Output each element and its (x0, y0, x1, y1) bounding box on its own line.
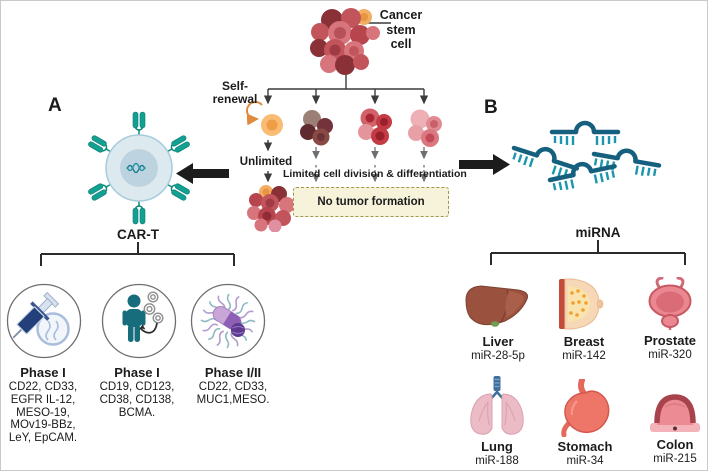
limited-arrows (312, 147, 428, 183)
division-tree (263, 75, 429, 105)
organ-name: Prostate (643, 333, 697, 348)
trial-2-phase: Phase I (114, 365, 160, 380)
mirna-molecules-icon (506, 106, 696, 206)
breast-icon (559, 278, 604, 330)
organ-mirna: miR-142 (562, 350, 606, 362)
organ-cell-colon: Colon miR-215 (635, 383, 707, 465)
limited-division-label: Limited cell division & differentiation (283, 168, 467, 180)
bracket-mirna (490, 240, 686, 265)
no-tumor-formation-label: No tumor formation (317, 196, 425, 208)
cancer-stem-cell-label: Cancer stem cell (379, 8, 423, 51)
organ-mirna: miR-320 (648, 349, 692, 361)
organ-mirna: miR-215 (653, 453, 697, 465)
organ-name: Stomach (557, 439, 613, 454)
trial-2-targets: CD19, CD123, CD38, CD138, BCMA. (99, 381, 175, 419)
cell-bubbles-icon (143, 291, 164, 324)
organ-mirna: miR-28-5p (471, 350, 525, 362)
organ-mirna: miR-34 (566, 455, 604, 467)
trial-column-1: Phase I CD22, CD33, EGFR IL-12, MESO-19,… (1, 365, 85, 445)
self-renewal-arrow-icon (246, 101, 263, 126)
panel-b-letter: B (484, 97, 498, 118)
nanoparticle-trial-icon (190, 283, 266, 359)
car-t-cell-icon (86, 111, 192, 225)
panel-a-letter: A (48, 95, 62, 116)
person-icon (122, 294, 146, 342)
organ-cell-prostate: Prostate miR-320 (629, 277, 707, 361)
tumor-cluster-icon (247, 185, 295, 232)
organ-name: Breast (563, 334, 605, 349)
organ-cell-liver: Liver miR-28-5p (456, 278, 540, 362)
self-renewal-label: Self- renewal (212, 79, 258, 106)
organ-cell-stomach: Stomach miR-34 (544, 379, 626, 467)
syringe-icon (12, 291, 60, 339)
trial-1-targets: CD22, CD33, EGFR IL-12, MESO-19, MOv19-B… (8, 381, 78, 445)
organ-name: Colon (656, 437, 694, 452)
colon-icon (650, 394, 700, 432)
trial-column-2: Phase I CD19, CD123, CD38, CD138, BCMA. (95, 365, 179, 419)
car-t-title: CAR-T (117, 227, 159, 242)
organ-mirna: miR-188 (475, 455, 519, 467)
no-tumor-formation-box: No tumor formation (293, 187, 449, 217)
round-pill-icon (231, 323, 245, 337)
arrow-to-panel-a (176, 163, 229, 184)
differentiated-cluster-dark-icon (300, 110, 333, 146)
differentiated-cluster-pink-icon (408, 109, 442, 147)
unlimited-label: Unlimited (239, 156, 293, 168)
stomach-icon (561, 379, 610, 437)
organ-cell-lung: Lung miR-188 (456, 375, 538, 467)
cancer-stem-cell-cluster-icon (310, 8, 380, 75)
lung-icon (470, 376, 524, 435)
differentiated-cluster-red-icon (358, 108, 392, 145)
organ-cell-breast: Breast miR-142 (544, 276, 624, 362)
trial-column-3: Phase I/II CD22, CD33, MUC1,MESO. (187, 365, 279, 407)
mirna-title: miRNA (575, 225, 621, 240)
arrow-to-panel-b (459, 154, 510, 175)
prostate-icon (648, 277, 692, 330)
organ-name: Liver (482, 334, 514, 349)
bracket-car-t (40, 242, 235, 266)
trial-1-phase: Phase I (20, 365, 66, 380)
liver-icon (465, 285, 529, 327)
trial-3-targets: CD22, CD33, MUC1,MESO. (196, 381, 270, 406)
patient-trial-icon (101, 283, 177, 359)
organ-name: Lung (481, 439, 513, 454)
self-renewing-cell-icon (261, 114, 283, 136)
trial-3-phase: Phase I/II (204, 365, 262, 380)
syringe-trial-icon (6, 283, 82, 359)
